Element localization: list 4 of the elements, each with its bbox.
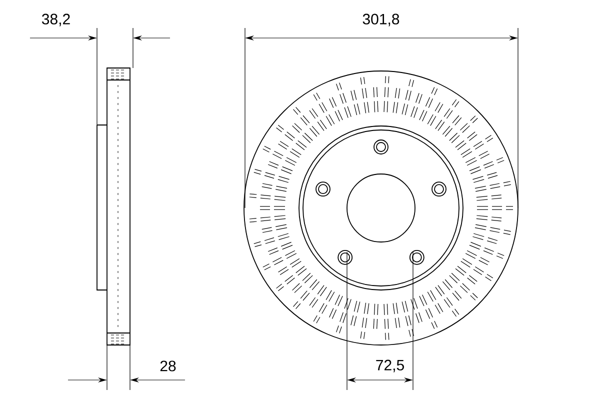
dimension-label: 38,2 — [42, 14, 70, 26]
dimension-label: 28 — [160, 360, 176, 372]
dimension-label: 72,5 — [376, 360, 404, 372]
dimension-label: 301,8 — [362, 14, 400, 26]
